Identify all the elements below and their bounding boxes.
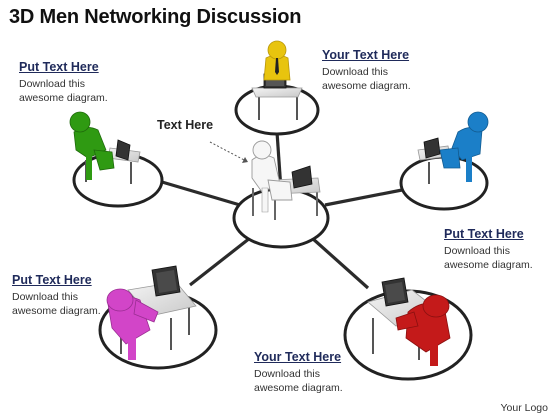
center-text-label: Text Here [157,118,214,132]
callout-top-left: Put Text Here Download this awesome diag… [19,60,115,105]
pointer-line [209,141,249,163]
connector-line-right [324,188,403,207]
callout-heading: Put Text Here [19,60,99,74]
connector-line-bottom-right [310,236,370,290]
callout-bottom: Your Text Here Download this awesome dia… [254,350,350,395]
callout-bottom-left: Put Text Here Download this awesome diag… [12,273,108,318]
pointer-arrowhead [242,157,248,163]
callout-heading: Put Text Here [12,273,92,287]
red-person-figure [367,277,451,366]
callout-top-right: Your Text Here Download this awesome dia… [322,48,418,93]
green-person-figure [69,111,141,184]
callout-heading: Put Text Here [444,227,524,241]
callout-body: Download this awesome diagram. [12,291,101,317]
callout-body: Download this awesome diagram. [444,245,533,271]
magenta-person-figure [106,265,197,360]
callout-body: Download this awesome diagram. [322,66,411,92]
white-person-figure [251,140,321,220]
callout-right: Put Text Here Download this awesome diag… [444,227,540,272]
callout-body: Download this awesome diagram. [254,368,343,394]
page-title: 3D Men Networking Discussion [9,6,302,28]
callout-heading: Your Text Here [322,48,410,62]
connector-lines [161,131,403,290]
blue-person-figure [417,111,489,184]
connector-line-bottom-left [189,236,251,287]
callout-heading: Your Text Here [254,350,342,364]
logo-text: Your Logo [500,402,549,414]
callout-body: Download this awesome diagram. [19,78,108,104]
yellow-person-figure [251,40,303,120]
connector-line-left [161,180,241,207]
